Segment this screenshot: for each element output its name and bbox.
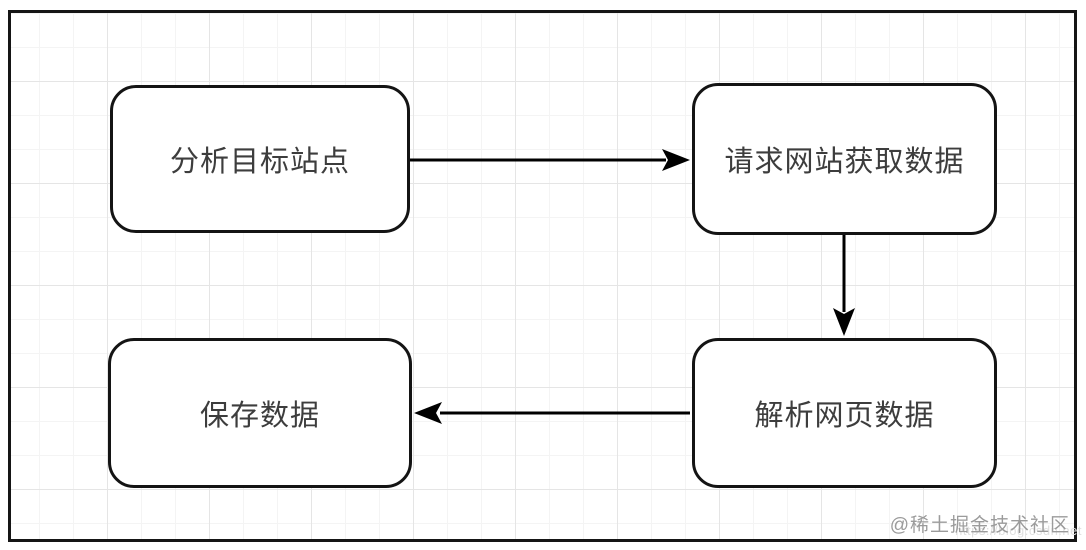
node-analyze-target-site: 分析目标站点 [110,85,410,233]
node-request-website-fetch-data: 请求网站获取数据 [692,83,997,235]
watermark-label: @稀土掘金技术社区 [889,515,1070,536]
node-label-analyze-target-site: 分析目标站点 [169,146,350,178]
node-parse-webpage-data: 解析网页数据 [692,338,997,488]
node-save-data: 保存数据 [108,338,412,488]
watermark-url: https://blog.csdn.net [955,523,1082,538]
node-label-request-website-fetch-data: 请求网站获取数据 [724,146,965,178]
node-label-save-data: 保存数据 [199,400,320,432]
node-label-parse-webpage-data: 解析网页数据 [754,400,935,432]
